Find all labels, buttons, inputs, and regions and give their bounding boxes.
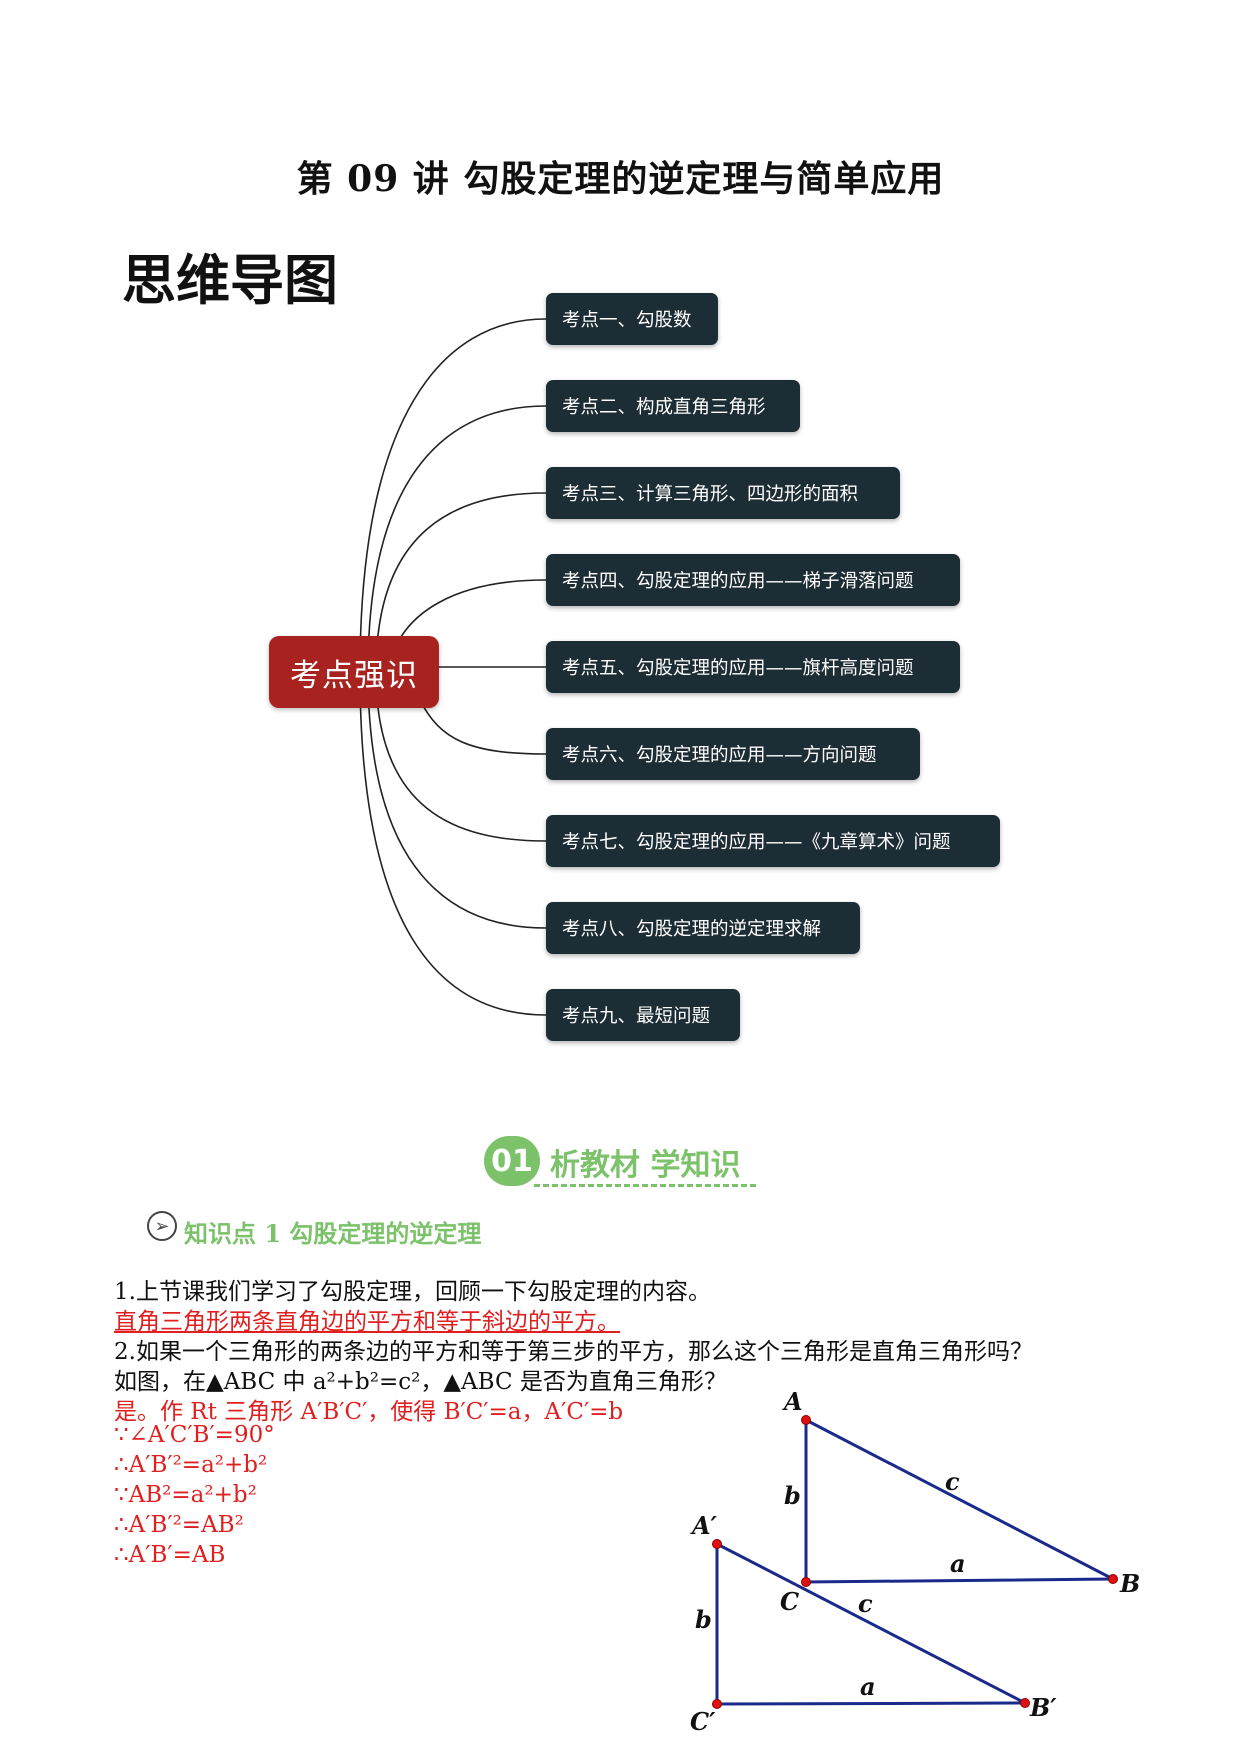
mindmap-node-3: 考点三、计算三角形、四边形的面积	[546, 467, 900, 519]
label-c-side-2: c	[858, 1589, 873, 1618]
label-b-side-2: b	[695, 1605, 712, 1634]
triangle-abc	[804, 1418, 1114, 1584]
mindmap-node-9: 考点九、最短问题	[546, 989, 740, 1041]
connector-8	[367, 671, 547, 929]
mindmap-node-2: 考点二、构成直角三角形	[546, 380, 800, 432]
question-2: 2.如果一个三角形的两条边的平方和等于第三步的平方，那么这个三角形是直角三角形吗…	[114, 1339, 1033, 1365]
label-b-side: b	[784, 1481, 801, 1510]
document-title: 第 09 讲 勾股定理的逆定理与简单应用	[296, 158, 945, 200]
triangle-figure: A B C b c a A′ B′ C′ b c a	[690, 1387, 1140, 1736]
section-number-badge: 01	[484, 1136, 540, 1186]
label-c: C	[780, 1587, 799, 1616]
mindmap-node-5: 考点五、勾股定理的应用——旗杆高度问题	[546, 641, 960, 693]
connector-3	[375, 492, 547, 673]
label-a-side: a	[950, 1549, 966, 1578]
proof-line-3: ∴A′B′²=a²+b²	[114, 1452, 268, 1478]
arrow-circle-icon: ➢	[147, 1211, 177, 1241]
proof-line-4: ∵AB²=a²+b²	[114, 1482, 257, 1508]
point-c2	[712, 1699, 722, 1709]
connector-1	[359, 318, 547, 673]
proof-line-1: 是。作 Rt 三角形 A′B′C′，使得 B′C′=a，A′C′=b	[114, 1399, 624, 1425]
point-b	[1108, 1574, 1118, 1584]
label-a2: A′	[690, 1511, 718, 1540]
label-c-side: c	[945, 1467, 960, 1496]
section-title: 析教材 学知识	[550, 1148, 741, 1183]
mindmap-node-4: 考点四、勾股定理的应用——梯子滑落问题	[546, 554, 960, 606]
mindmap-center-node: 考点强识	[269, 636, 439, 708]
section-underline	[534, 1184, 756, 1187]
answer-1: 直角三角形两条直角边的平方和等于斜边的平方。	[114, 1309, 620, 1335]
question-2b: 如图，在▲ABC 中 a²+b²=c²，▲ABC 是否为直角三角形？	[114, 1369, 727, 1395]
question-1: 1.上节课我们学习了勾股定理，回顾一下勾股定理的内容。	[114, 1279, 711, 1305]
label-c2: C′	[690, 1707, 716, 1736]
triangle-a2b2c2	[715, 1542, 1026, 1706]
proof-line-2: ∵∠A′C′B′=90°	[114, 1422, 275, 1448]
proof-line-5: ∴A′B′²=AB²	[114, 1512, 244, 1538]
mindmap-node-1: 考点一、勾股数	[546, 293, 718, 345]
connector-9	[359, 671, 547, 1016]
connector-6	[419, 699, 547, 755]
label-b: B	[1119, 1569, 1140, 1598]
connector-7	[375, 671, 547, 842]
point-a	[801, 1415, 811, 1425]
mindmap-heading: 思维导图	[122, 249, 338, 312]
knowledge-point-title: 知识点 1 勾股定理的逆定理	[184, 1219, 482, 1248]
mindmap-connectors	[359, 318, 547, 1016]
mindmap-node-8: 考点八、勾股定理的逆定理求解	[546, 902, 860, 954]
point-b2	[1020, 1698, 1030, 1708]
point-c	[801, 1577, 811, 1587]
mindmap-node-7: 考点七、勾股定理的应用——《九章算术》问题	[546, 815, 1000, 867]
label-a-side-2: a	[860, 1672, 876, 1701]
mindmap-node-6: 考点六、勾股定理的应用——方向问题	[546, 728, 920, 780]
point-a2	[712, 1539, 722, 1549]
label-a: A	[782, 1387, 803, 1416]
connector-2	[367, 405, 547, 673]
label-b2: B′	[1029, 1693, 1057, 1722]
proof-line-6: ∴A′B′=AB	[114, 1542, 226, 1568]
